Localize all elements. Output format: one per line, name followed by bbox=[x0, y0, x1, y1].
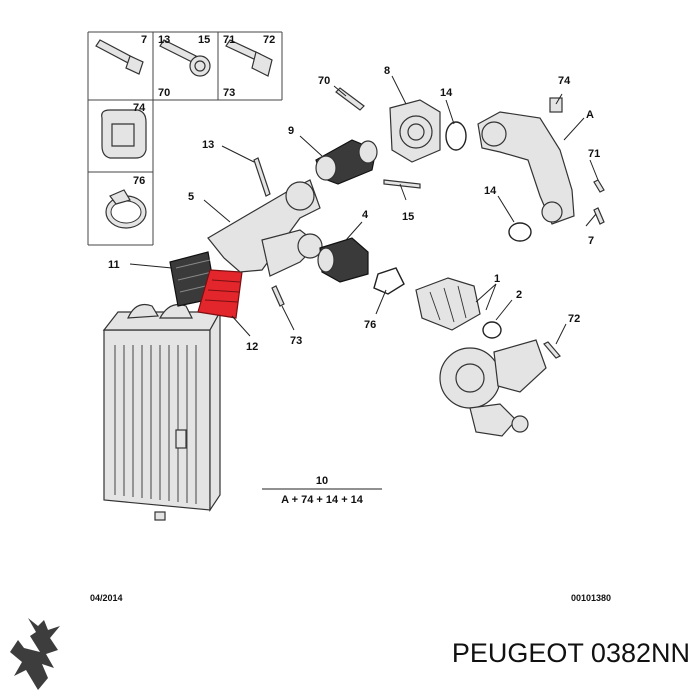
callout-8: 8 bbox=[384, 65, 390, 77]
gasket-2 bbox=[482, 321, 502, 339]
callout-14-upper: 14 bbox=[440, 87, 453, 99]
stud-bolt-icon bbox=[225, 39, 273, 77]
bolt-13 bbox=[253, 157, 271, 197]
gasket-14-lower bbox=[508, 222, 532, 242]
callout-13: 13 bbox=[202, 139, 214, 151]
callout-13-table: 13 bbox=[158, 34, 170, 46]
flanged-bolt-icon bbox=[159, 39, 211, 77]
callout-5: 5 bbox=[188, 191, 194, 203]
callout-12: 12 bbox=[246, 341, 258, 353]
callout-72: 72 bbox=[568, 313, 580, 325]
callout-71: 71 bbox=[588, 148, 600, 160]
footer-ref: 00101380 bbox=[571, 593, 611, 603]
callout-15: 15 bbox=[402, 211, 414, 223]
callout-15-table: 15 bbox=[198, 34, 210, 46]
callout-9: 9 bbox=[288, 125, 294, 137]
callout-73: 73 bbox=[290, 335, 302, 347]
leader-lines bbox=[129, 75, 599, 345]
brand-part-label: PEUGEOT 0382NN bbox=[451, 638, 690, 668]
callout-70-table: 70 bbox=[158, 87, 170, 99]
kit-contents: A + 74 + 14 + 14 bbox=[281, 494, 364, 506]
callout-7: 7 bbox=[588, 235, 594, 247]
callout-numbers: 70 8 74 A 14 9 13 71 5 14 15 7 4 11 1 2 … bbox=[108, 65, 600, 353]
callout-11: 11 bbox=[108, 259, 120, 271]
hose-9 bbox=[315, 139, 378, 185]
callout-4: 4 bbox=[362, 209, 369, 221]
turbocharger bbox=[439, 339, 547, 437]
hose-12-highlighted bbox=[197, 269, 243, 319]
gasket-14-upper bbox=[445, 121, 467, 151]
hose-4 bbox=[317, 237, 369, 283]
callout-14-lower: 14 bbox=[484, 185, 497, 197]
gasket-76 bbox=[373, 267, 405, 295]
outlet-pipe bbox=[415, 277, 481, 331]
callout-71-table: 71 bbox=[223, 34, 235, 46]
intercooler bbox=[102, 303, 222, 521]
callout-7-table: 7 bbox=[141, 34, 147, 46]
intake-manifold-A bbox=[477, 97, 575, 225]
callout-76: 76 bbox=[364, 319, 376, 331]
bolt-icon bbox=[95, 39, 144, 75]
bolt-71 bbox=[593, 179, 605, 193]
callout-72-table: 72 bbox=[263, 34, 275, 46]
throttle-body-8 bbox=[389, 99, 441, 163]
footer-date: 04/2014 bbox=[90, 593, 123, 603]
callout-A: A bbox=[586, 109, 594, 121]
kit-formula: 10 A + 74 + 14 + 14 bbox=[262, 475, 382, 506]
callout-1: 1 bbox=[494, 273, 500, 285]
bolt-7 bbox=[593, 207, 605, 225]
callout-2: 2 bbox=[516, 289, 522, 301]
callout-74-table: 74 bbox=[133, 102, 146, 114]
callout-76-table: 76 bbox=[133, 175, 145, 187]
parts-legend-table: 7 13 15 71 72 70 73 74 76 bbox=[87, 31, 283, 246]
clip-bracket-icon bbox=[101, 109, 147, 159]
peugeot-lion-logo bbox=[10, 618, 60, 690]
callout-74: 74 bbox=[558, 75, 571, 87]
callout-73-table: 73 bbox=[223, 87, 235, 99]
callout-70: 70 bbox=[318, 75, 330, 87]
hose-clamp-icon bbox=[105, 189, 147, 229]
bolt-15 bbox=[383, 179, 421, 189]
bolt-72 bbox=[543, 341, 561, 359]
intake-pipe-5 bbox=[207, 179, 323, 277]
kit-number: 10 bbox=[316, 475, 328, 487]
bolt-73 bbox=[271, 285, 285, 307]
